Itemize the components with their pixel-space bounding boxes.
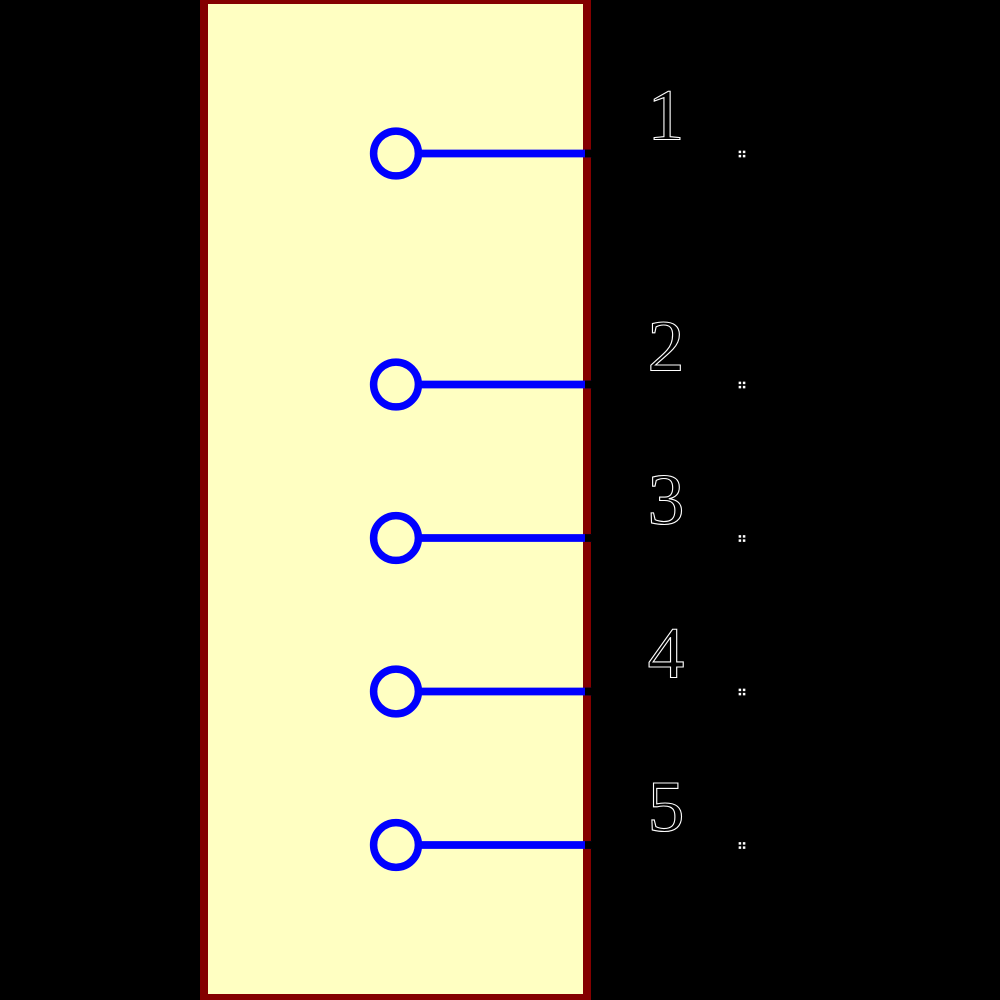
pin-name-marker-dot[interactable] bbox=[742, 385, 746, 389]
pin-endpoint[interactable] bbox=[585, 534, 593, 542]
pin-circle[interactable] bbox=[369, 665, 423, 718]
pin[interactable]: 2 bbox=[369, 305, 746, 411]
pin[interactable]: 1 bbox=[369, 74, 746, 180]
pin-name-marker-dot[interactable] bbox=[738, 150, 742, 154]
pin-name-marker-dot[interactable] bbox=[738, 688, 742, 692]
pin-number[interactable]: 5 bbox=[647, 765, 685, 847]
pin-number[interactable]: 3 bbox=[647, 458, 685, 540]
pin[interactable]: 4 bbox=[369, 612, 746, 718]
pin[interactable]: 3 bbox=[369, 458, 746, 565]
pin-name-marker-dot[interactable] bbox=[742, 154, 746, 158]
pin-name-marker-dot[interactable] bbox=[742, 688, 746, 692]
pin[interactable]: 5 bbox=[369, 765, 746, 872]
pin-name-marker-dot[interactable] bbox=[738, 385, 742, 389]
pin-name-marker-dot[interactable] bbox=[742, 381, 746, 385]
pin-endpoint[interactable] bbox=[585, 380, 593, 389]
pin-name-marker-dot[interactable] bbox=[738, 842, 742, 845]
pin-name-marker-dot[interactable] bbox=[742, 539, 746, 542]
pin-name-marker-dot[interactable] bbox=[742, 846, 746, 849]
pin-name-marker-dot[interactable] bbox=[742, 150, 746, 154]
pin-endpoint[interactable] bbox=[585, 149, 593, 158]
symbol-body[interactable] bbox=[200, 0, 591, 1000]
pin-name-marker-dot[interactable] bbox=[738, 154, 742, 158]
pin-circle[interactable] bbox=[369, 127, 423, 180]
pin-name-marker-dot[interactable] bbox=[742, 692, 746, 696]
pin-name-marker-dot[interactable] bbox=[738, 692, 742, 696]
pin-name-marker-dot[interactable] bbox=[738, 539, 742, 542]
pin-number[interactable]: 4 bbox=[647, 612, 685, 694]
pin-name-marker-dot[interactable] bbox=[738, 846, 742, 849]
pin-number[interactable]: 1 bbox=[647, 74, 685, 156]
pin-endpoint[interactable] bbox=[585, 687, 593, 696]
pin-name-marker-dot[interactable] bbox=[742, 842, 746, 845]
pin-endpoint[interactable] bbox=[585, 841, 593, 849]
pin-name-marker-dot[interactable] bbox=[742, 535, 746, 538]
pin-name-marker-dot[interactable] bbox=[738, 381, 742, 385]
pin-circle[interactable] bbox=[369, 358, 423, 411]
pin-circle[interactable] bbox=[369, 818, 423, 872]
pin-number[interactable]: 2 bbox=[647, 305, 685, 387]
pin-name-marker-dot[interactable] bbox=[738, 535, 742, 538]
pin-circle[interactable] bbox=[369, 511, 423, 565]
pins-layer: 1 2 3 4 5 bbox=[369, 74, 746, 872]
